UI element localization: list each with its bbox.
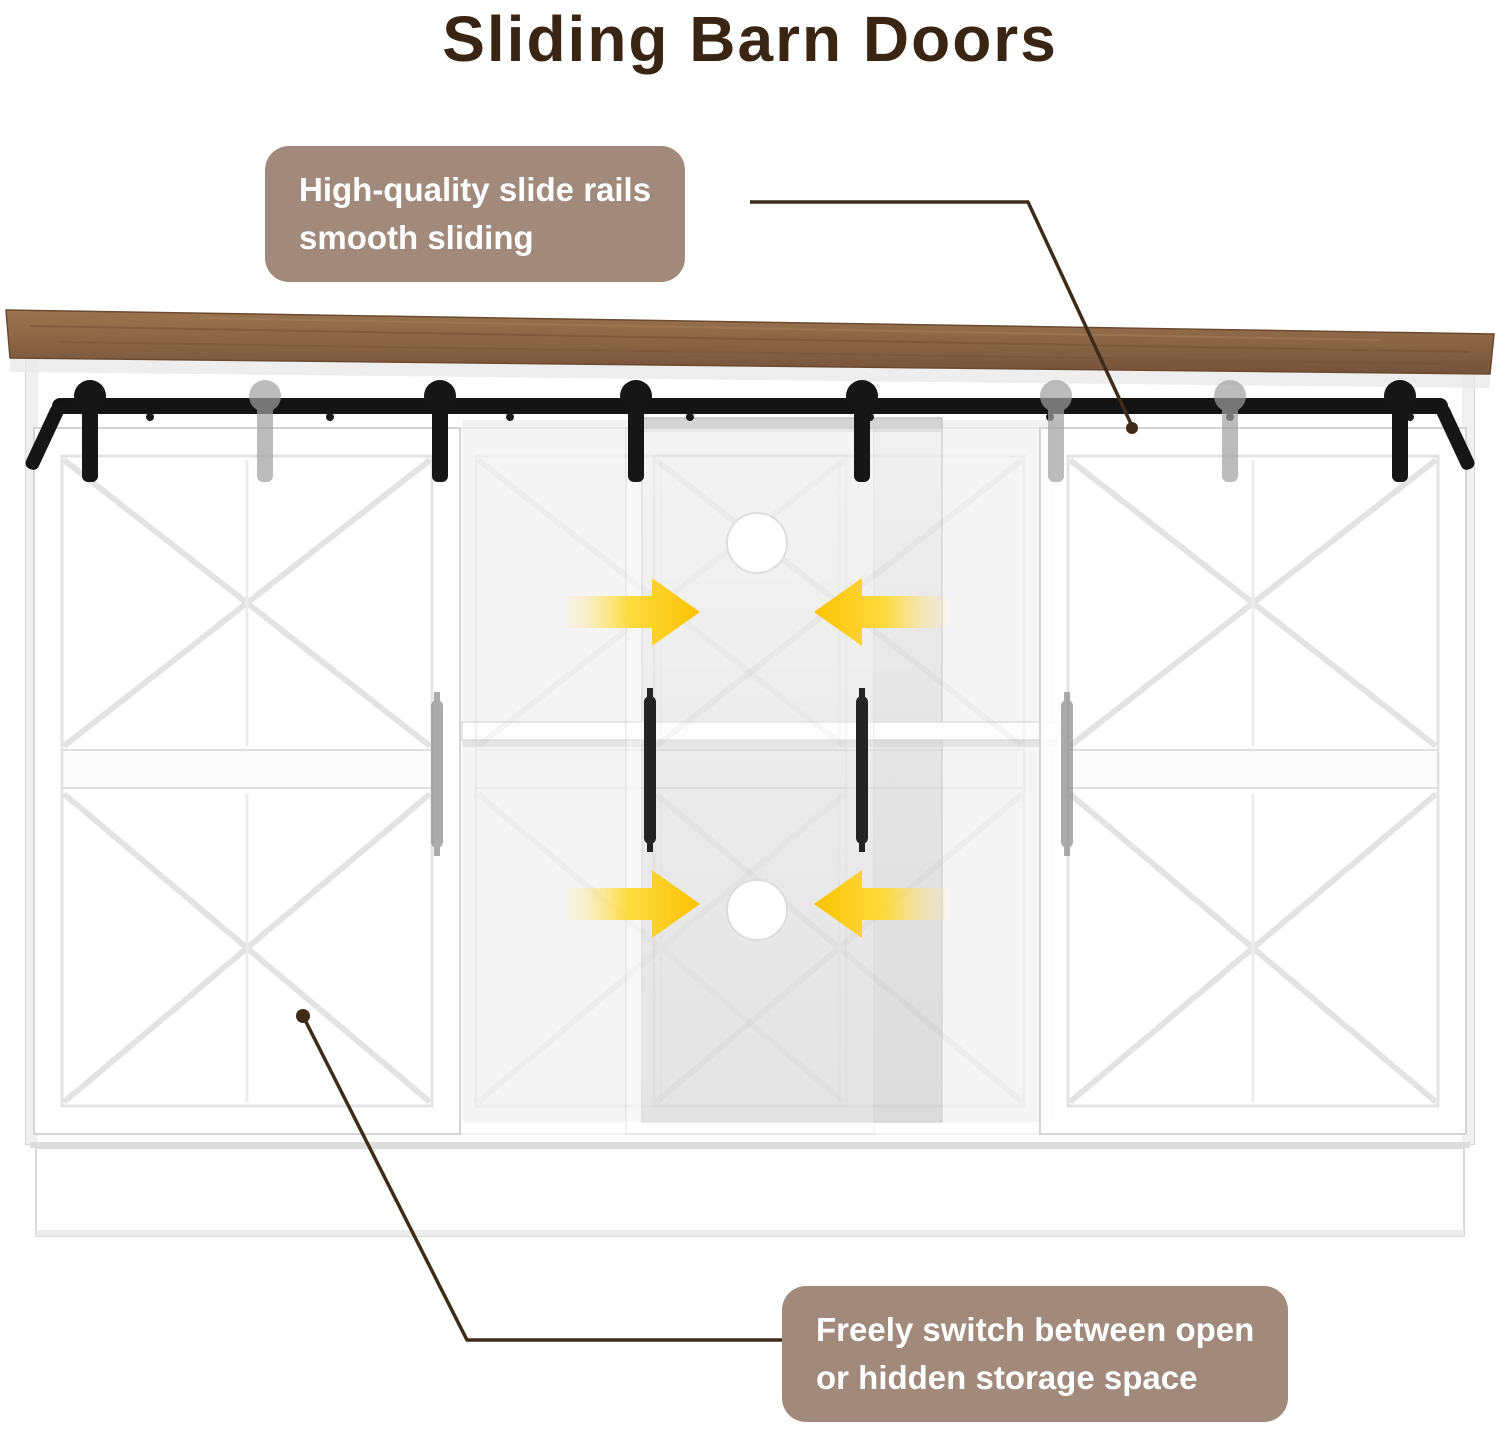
wood-grain-line xyxy=(59,341,1451,365)
cable-hole-bottom xyxy=(726,879,788,941)
rail-end-bracket-left xyxy=(25,404,64,470)
barn-door-right xyxy=(1040,428,1466,1134)
plinth-bottom-shade xyxy=(36,1230,1464,1236)
plinth-panel xyxy=(35,1147,1465,1237)
ghost-door-handle-icon xyxy=(1061,692,1073,856)
callout-slide-rails-line1: High-quality slide rails xyxy=(299,171,652,208)
ghost-door-handle-icon xyxy=(431,692,443,856)
door-handle-icon xyxy=(856,688,868,852)
rail-end-bracket-right xyxy=(1436,404,1475,470)
page-title: Sliding Barn Doors xyxy=(442,3,1058,75)
callout-storage-line1: Freely switch between open xyxy=(816,1311,1255,1348)
ghost-door-right xyxy=(626,428,1052,1134)
base-plinth xyxy=(30,1142,1470,1237)
callout-slide-rails-line2: smooth sliding xyxy=(299,218,534,256)
barn-door-left xyxy=(34,428,460,1134)
barn-door-cabinet-illustration xyxy=(5,309,1495,1237)
callout-storage: Freely switch between open or hidden sto… xyxy=(782,1286,1289,1422)
wood-grain-line xyxy=(29,325,1471,353)
callout-storage-line2: or hidden storage space xyxy=(816,1358,1198,1396)
cable-hole-top xyxy=(726,512,788,574)
door-handle-icon xyxy=(644,688,656,852)
callout-slide-rails: High-quality slide rails smooth sliding xyxy=(265,146,686,282)
